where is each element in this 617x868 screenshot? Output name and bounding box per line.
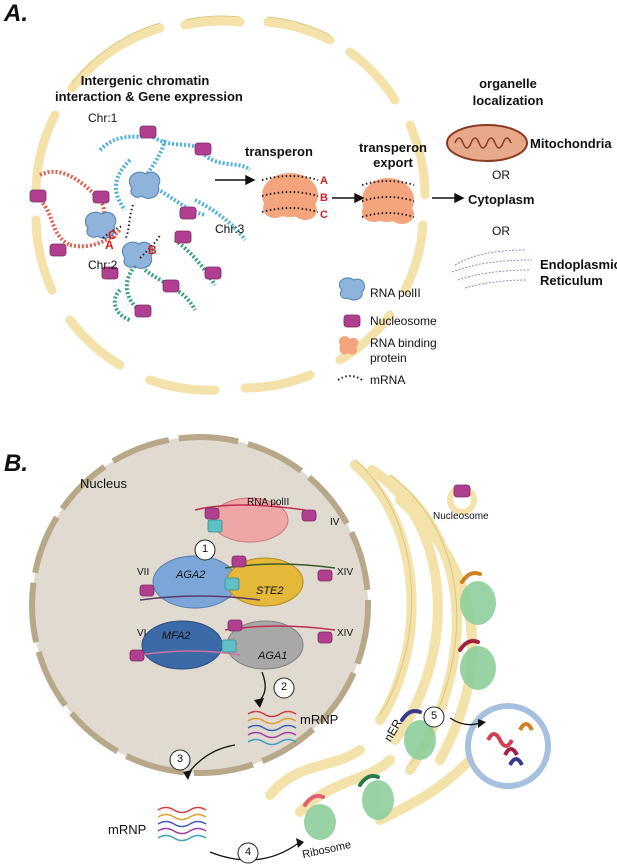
gene-c-label: C <box>108 228 117 242</box>
legend-rbp-line2: protein <box>370 351 407 365</box>
nucleosomes-a <box>29 125 222 318</box>
chr-vii-label: VII <box>137 567 150 578</box>
localization-line1: organelle <box>479 76 537 91</box>
mitochondrion <box>446 124 528 162</box>
or-label-2: OR <box>492 224 510 238</box>
er-line2: Reticulum <box>540 273 603 288</box>
puf4-proteins <box>207 519 240 653</box>
transperon-a: A <box>320 175 328 187</box>
step-2: 2 <box>280 681 288 693</box>
flow-arrows-a <box>215 174 465 204</box>
transperon-cluster <box>261 173 319 220</box>
exported-transperon-cluster <box>361 178 415 224</box>
localization-line2: localization <box>472 93 544 108</box>
nucleosomes-b <box>129 484 471 662</box>
heading-line2: interaction & Gene expression <box>55 89 243 104</box>
panel-a-label: A. <box>4 0 28 27</box>
mrnp-bundle-nucleus <box>247 710 297 746</box>
legend-polii: RNA polII <box>370 286 421 300</box>
mitochondria-label: Mitochondria <box>530 136 612 151</box>
chr1-label: Chr:1 <box>88 111 118 125</box>
legend-mrna: mRNA <box>370 373 406 387</box>
er-line1: Endoplasmic <box>540 257 617 272</box>
endoplasmic-reticulum <box>451 249 533 289</box>
or-label-1: OR <box>492 168 510 182</box>
transperon-b: B <box>320 192 328 204</box>
legend-icons <box>337 277 365 381</box>
mrnp-label-cytoplasm: mRNP <box>108 822 147 837</box>
mfa2-label: MFA2 <box>162 630 191 642</box>
export-line1: transperon <box>359 140 427 155</box>
mrnp-bundle-cytoplasm <box>157 806 207 842</box>
step-1: 1 <box>201 543 209 555</box>
nucleus-label: Nucleus <box>80 476 127 491</box>
flow-arrowheads-b <box>183 698 486 848</box>
transperon-label: transperon <box>245 144 313 159</box>
legend-nucleosome: Nucleosome <box>370 314 437 328</box>
chr2-label: Chr:2 <box>88 258 118 272</box>
rna-polii-complexes-a <box>84 171 161 269</box>
step-circles <box>169 539 445 864</box>
heading-line1: Intergenic chromatin <box>80 73 210 88</box>
step-5: 5 <box>430 710 438 722</box>
nucleosome-label-b: Nucleosome <box>433 511 489 522</box>
panel-b-label: B. <box>4 450 28 477</box>
polii-label-b: RNA polII <box>247 497 290 508</box>
legend-rbp-line1: RNA binding <box>370 336 437 350</box>
gene-a-label: A <box>105 238 114 252</box>
mrnp-label-nucleus: mRNP <box>300 712 339 727</box>
ste2-label: STE2 <box>256 585 284 597</box>
chr-xiv-label-2: XIV <box>337 628 354 639</box>
chr-iv-label: IV <box>330 517 340 528</box>
nuclear-envelope-segments <box>31 16 430 395</box>
chr-xiv-label-1: XIV <box>337 567 354 578</box>
chr-vi-label: VI <box>137 628 147 639</box>
aga2-label: AGA2 <box>176 569 206 581</box>
step-4: 4 <box>244 846 252 858</box>
chr3-label: Chr:3 <box>215 222 245 236</box>
rna-polii-complexes-b <box>141 497 304 670</box>
export-line2: export <box>373 155 413 170</box>
cytoplasm-label: Cytoplasm <box>468 192 535 207</box>
nascent-peptides <box>303 571 482 807</box>
transport-vesicle <box>465 703 551 789</box>
aga1-label: AGA1 <box>258 650 288 662</box>
gene-b-label: B <box>148 243 157 257</box>
transperon-c: C <box>320 209 328 221</box>
nuclear-envelope-edge <box>71 15 331 84</box>
ribosomes <box>304 581 496 840</box>
step-3: 3 <box>176 753 184 765</box>
mrna-transcripts-a <box>102 204 161 259</box>
